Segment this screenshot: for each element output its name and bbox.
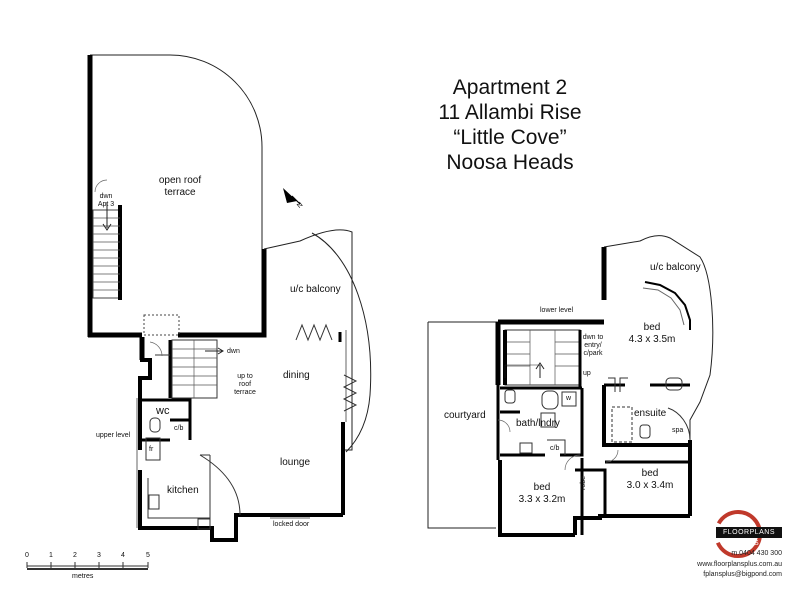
upper-wall-stair-left2 xyxy=(138,358,152,398)
scale-tick-1: 1 xyxy=(49,552,53,559)
logo-text: FLOORPLANS PLUS xyxy=(716,527,782,547)
stair-centre xyxy=(171,339,218,399)
lower-balcony-outline xyxy=(603,235,714,445)
stair-lower xyxy=(504,329,581,386)
scale-tick-2: 2 xyxy=(73,552,77,559)
bed2-door-swing xyxy=(564,454,581,471)
label-courtyard: courtyard xyxy=(444,410,486,421)
courtyard-outline xyxy=(427,321,498,529)
lower-balcony-doors xyxy=(644,281,691,330)
upper-level-plan xyxy=(87,54,372,542)
scale-tick-3: 3 xyxy=(97,552,101,559)
contact-email: fplansplus@bigpond.com xyxy=(703,571,782,578)
label-kitchen: kitchen xyxy=(167,485,199,496)
kitchen-bench xyxy=(147,454,211,519)
bath-walls xyxy=(500,386,582,414)
title-line-1: Apartment 2 xyxy=(452,76,568,99)
label-lounge: lounge xyxy=(280,457,311,468)
terrace-wall-bottom-right xyxy=(178,249,267,338)
scale-tick-5: 5 xyxy=(146,552,150,559)
bath-toilet xyxy=(504,389,516,404)
title-line-2: 11 Allambi Rise xyxy=(438,101,582,124)
scale-bar xyxy=(26,562,149,570)
balcony-outline xyxy=(263,229,353,451)
folding-door-side xyxy=(342,374,358,412)
label-uc-balcony-upper: u/c balcony xyxy=(290,284,341,295)
upper-wall-bottom xyxy=(138,513,343,542)
lower-level-plan xyxy=(427,235,714,537)
label-cb-lower: c/b xyxy=(550,445,560,452)
scale-unit: metres xyxy=(72,573,94,580)
roof-terrace-outline xyxy=(90,54,263,330)
ensuite-toilet xyxy=(639,424,651,439)
door-swing-apt3 xyxy=(94,179,108,193)
label-ensuite: ensuite xyxy=(634,408,667,419)
title-line-4: Noosa Heads xyxy=(446,151,574,174)
label-dining: dining xyxy=(283,370,310,381)
label-robe: robe xyxy=(580,475,587,490)
kitchen-curve xyxy=(199,454,241,516)
label-wc: wc xyxy=(156,405,170,417)
hatch-dashed xyxy=(143,314,180,336)
label-lower-level: lower level xyxy=(540,307,574,314)
label-fr: fr xyxy=(149,446,154,453)
label-spa: spa xyxy=(672,427,684,434)
sink xyxy=(148,494,160,510)
label-locked-door: locked door xyxy=(273,521,310,528)
cooktop xyxy=(197,518,211,530)
label-w: w xyxy=(566,395,572,402)
wc-walls xyxy=(140,398,192,442)
north-arrow xyxy=(283,188,301,205)
lower-wall-left-3 xyxy=(498,460,575,537)
label-up: up xyxy=(583,370,591,377)
contact-mobile: m.0404 430 300 xyxy=(731,550,782,557)
label-uc-balcony-lower: u/c balcony xyxy=(650,262,701,273)
laundry-tub xyxy=(519,442,533,454)
label-upper-level: upper level xyxy=(96,432,131,439)
ensuite-walls xyxy=(602,385,690,447)
bath-bottom xyxy=(500,388,584,457)
scale-tick-0: 0 xyxy=(25,552,29,559)
fridge xyxy=(145,437,161,461)
scale-tick-4: 4 xyxy=(121,552,125,559)
floorplans-plus-logo: FLOORPLANS PLUS xyxy=(706,519,786,549)
washer xyxy=(561,391,577,407)
contact-web: www.floorplansplus.com.au xyxy=(697,561,782,568)
ensuite-shower xyxy=(611,406,633,443)
toilet xyxy=(149,417,161,433)
lower-wall-bottom xyxy=(573,514,690,535)
lower-partition xyxy=(575,458,607,535)
title-line-3: “Little Cove” xyxy=(453,126,567,149)
bath-basin xyxy=(541,390,559,410)
ensuite-basin xyxy=(665,377,683,391)
bath-shower xyxy=(540,412,556,428)
balcony-curve xyxy=(311,232,372,453)
label-dwn: dwn xyxy=(227,348,240,355)
bed3-door-swing xyxy=(605,449,619,463)
label-cb-upper: c/b xyxy=(174,425,184,432)
folding-door-dining xyxy=(295,323,333,342)
ensuite-curve xyxy=(667,407,691,441)
label-bath-lndry: bath/lndry xyxy=(516,418,560,429)
